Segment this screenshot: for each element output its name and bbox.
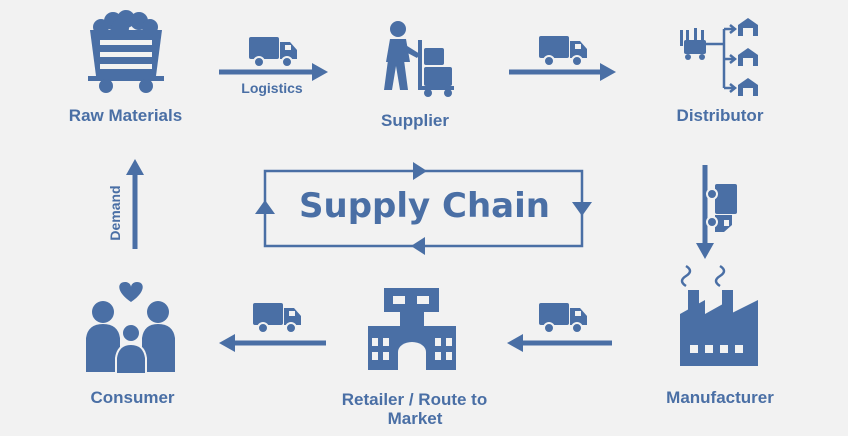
supplier-to-distributor-arrow xyxy=(509,63,616,81)
retailer-label-line1: Retailer / Route to xyxy=(341,390,488,409)
factory-icon xyxy=(680,264,758,366)
supply-chain-cycle xyxy=(255,162,592,255)
diagram-title: Supply Chain xyxy=(299,186,550,226)
demand-arrow xyxy=(126,159,144,249)
supplier-label: Supplier xyxy=(380,111,449,130)
retailer-to-consumer-arrow xyxy=(219,334,326,352)
mine-cart-icon xyxy=(88,10,164,93)
supplier-truck-icon xyxy=(538,35,588,67)
logistics-label: Logistics xyxy=(241,80,303,96)
logistics-truck-icon xyxy=(248,36,298,68)
consumer-label: Consumer xyxy=(90,388,175,407)
distributor-truck-icon xyxy=(706,183,738,233)
distributor-label: Distributor xyxy=(676,106,764,125)
logistics-arrow xyxy=(219,63,328,81)
raw-materials-label: Raw Materials xyxy=(68,106,183,125)
demand-label: Demand xyxy=(107,185,123,241)
storefront-icon xyxy=(368,288,456,370)
manufacturer-to-retailer-arrow xyxy=(507,334,612,352)
distributor-to-manufacturer-arrow xyxy=(696,165,714,259)
family-heart-icon xyxy=(86,282,175,375)
manufacturer-truck-icon xyxy=(538,302,588,334)
worker-hand-truck-icon xyxy=(384,21,454,97)
manufacturer-label: Manufacturer xyxy=(666,388,774,407)
retailer-truck-icon xyxy=(252,302,302,334)
retailer-label-line2: Market xyxy=(387,409,443,428)
warehouse-network-icon xyxy=(680,18,758,96)
